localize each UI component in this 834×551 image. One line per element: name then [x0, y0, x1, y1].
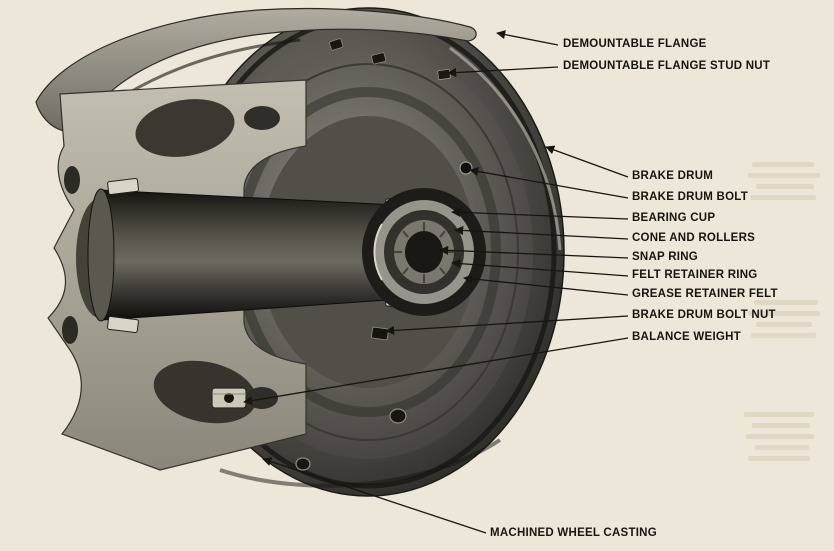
brake-drum-bolt-nut-shape: [370, 326, 389, 341]
label-machined-wheel-casting: MACHINED WHEEL CASTING: [490, 527, 657, 539]
leader-lines: [243, 30, 629, 534]
leader-line-grease-retainer-felt: [463, 274, 629, 296]
label-grease-retainer-felt: GREASE RETAINER FELT: [632, 288, 778, 300]
label-snap-ring: SNAP RING: [632, 251, 698, 263]
leader-line-machined-wheel-casting: [262, 457, 487, 534]
label-demountable-flange-stud-nut: DEMOUNTABLE FLANGE STUD NUT: [563, 60, 771, 72]
leader-line-demountable-flange: [496, 30, 559, 46]
leader-line-balance-weight: [243, 337, 629, 406]
bleed-through-marks: [744, 162, 820, 461]
leader-line-felt-retainer-ring: [451, 259, 629, 277]
label-felt-retainer-ring: FELT RETAINER RING: [632, 269, 758, 281]
label-brake-drum: BRAKE DRUM: [632, 170, 714, 182]
label-demountable-flange: DEMOUNTABLE FLANGE: [563, 38, 707, 50]
leader-line-demountable-flange-stud-nut: [447, 66, 559, 78]
leader-line-brake-drum-bolt: [469, 166, 629, 199]
label-balance-weight: BALANCE WEIGHT: [632, 331, 741, 343]
bearing-bore-shape: [362, 188, 486, 316]
label-cone-and-rollers: CONE AND ROLLERS: [632, 232, 756, 244]
label-brake-drum-bolt: BRAKE DRUM BOLT: [632, 191, 748, 203]
leader-line-brake-drum: [545, 145, 629, 178]
snap-ring-shape: [373, 223, 383, 281]
leader-line-brake-drum-bolt-nut: [385, 315, 629, 336]
leader-line-cone-and-rollers: [454, 225, 629, 240]
label-brake-drum-bolt-nut: BRAKE DRUM BOLT NUT: [632, 309, 776, 321]
balance-weight-shape: [211, 387, 247, 409]
leader-line-bearing-cup: [451, 207, 629, 220]
leader-line-snap-ring: [439, 245, 629, 259]
label-bearing-cup: BEARING CUP: [632, 212, 716, 224]
brake-drum-bolt-shape: [459, 161, 473, 175]
